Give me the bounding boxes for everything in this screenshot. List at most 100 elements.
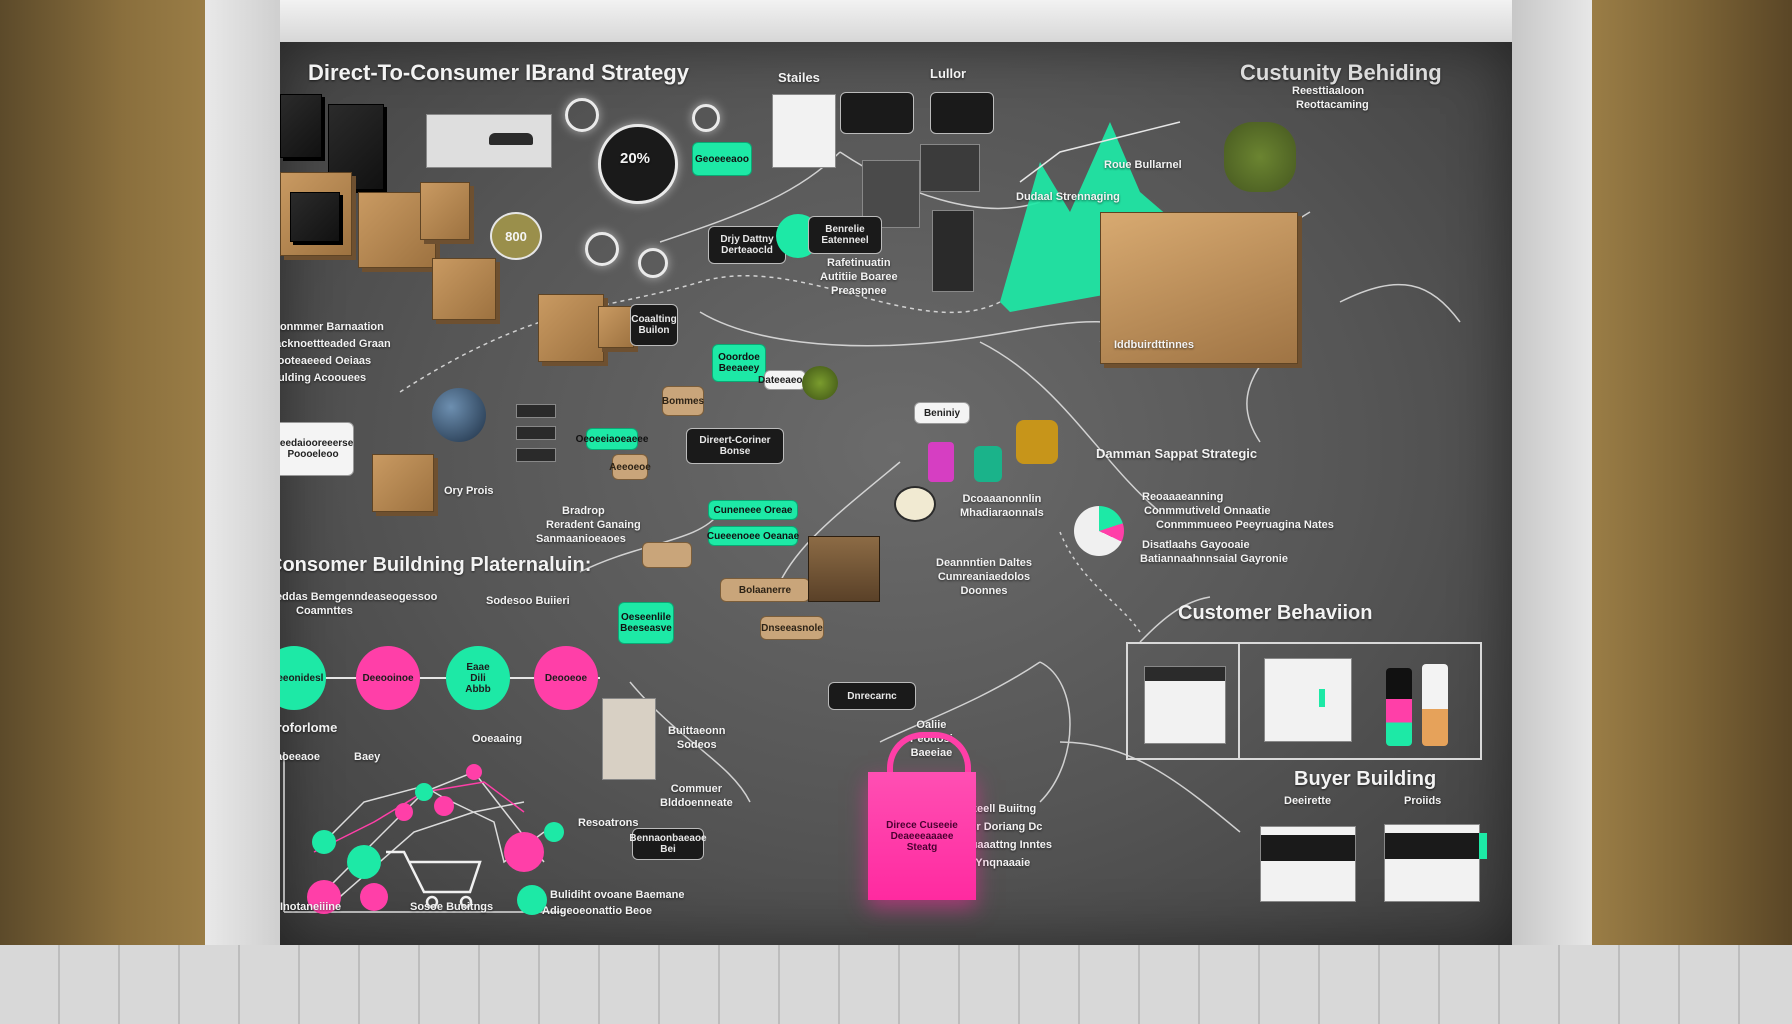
platform-title: Consomer Buildning Platernaluin:	[280, 554, 592, 576]
strategy-board: Direct-To-Consumer IBrand Strategy Stail…	[280, 42, 1512, 945]
chip-center-c[interactable]: Dateeaeore	[758, 370, 812, 390]
consumer-left-l3: Prooteaeeed Oeiaas	[280, 355, 372, 367]
right-mid-a: Dcoaaanonnlin Mhadiaraonnals	[960, 493, 1044, 519]
platform-sub: Deddas Bemgenndeaseogessoo	[280, 591, 438, 603]
mini-bar-3	[516, 448, 556, 462]
chip-coalling[interactable]: Coaalting Builon	[630, 304, 678, 346]
platform-circle-2[interactable]: Deeooinoe	[356, 646, 420, 710]
bottom-mid-b1: Buittaeonn Sodeos	[668, 725, 726, 751]
network-graph	[283, 752, 564, 915]
buyer-col1: Deeirette	[1284, 795, 1332, 807]
label-tag-1	[642, 542, 692, 568]
board-title: Direct-To-Consumer IBrand Strategy	[308, 60, 689, 85]
bag-handle	[887, 732, 971, 810]
heart-badge: 800	[490, 212, 542, 260]
consumer-left-title: Conmmer Barnaation	[280, 321, 384, 333]
pie-icon	[1074, 506, 1124, 556]
behavior-screen-1	[1144, 666, 1226, 744]
platform-arrow-label: Sodesoo Buiieri	[486, 595, 570, 607]
behavior-screen-2	[1264, 658, 1352, 742]
platform-circle-3[interactable]: Eaae Dili Abbb	[446, 646, 510, 710]
customer-behavior-title: Customer Behaviion	[1178, 602, 1373, 624]
chip-center-h[interactable]: Bolaanerre	[720, 578, 810, 602]
ring-icon-1	[585, 232, 619, 266]
product-bottle-1	[1386, 668, 1412, 746]
proforms-title: Proforlome	[280, 720, 338, 735]
chip-center-a[interactable]: Ooordoe Beeaeey	[712, 344, 766, 382]
consumer-left-l4: Bulding Acoouees	[280, 372, 367, 384]
chip-percent-label[interactable]: Geoeeeaoo	[692, 142, 752, 176]
chip-bottom-b4[interactable]: Bennaonbaeaoe Bei	[629, 828, 707, 860]
community-sub2: Reottacaming	[1296, 99, 1369, 111]
globe-icon	[432, 388, 486, 442]
chip-daily[interactable]: Drjy Dattny Derteaocld	[708, 226, 786, 264]
left-wood-panel	[0, 0, 205, 1024]
proforms-label2: Ooeaaing	[472, 733, 523, 745]
shrub-icon	[802, 366, 838, 400]
label-mountain: Roue Bullarnel	[1104, 159, 1182, 171]
shipping-box-4	[432, 258, 496, 320]
buyer-card-2-header	[1385, 833, 1487, 859]
buyer-card-1	[1260, 826, 1356, 902]
chip-center-e[interactable]: Beniniy	[914, 402, 970, 424]
product-tray	[808, 536, 880, 602]
bottom-mid-b3: Resoatrons	[578, 817, 639, 829]
chip-center-g[interactable]: Cueeenoee Oeanae	[707, 526, 799, 546]
shipping-box-2	[358, 192, 436, 268]
plant-icon	[1224, 122, 1296, 192]
storefront-image	[602, 698, 656, 780]
brandrop-l2: Reradent Ganaing	[546, 519, 641, 531]
chip-center-k[interactable]: Aeeoeoe	[609, 454, 651, 480]
dark-product-box-1	[280, 94, 322, 158]
bottom-footer-1: Bulidiht ovoane Baemane	[550, 889, 685, 901]
shipping-box-6	[598, 306, 634, 348]
label-ory-prois: Ory Prois	[444, 485, 494, 497]
dark-product-box-3	[290, 192, 340, 242]
chip-center-b[interactable]: Bommes	[662, 386, 704, 416]
chip-center-i[interactable]: Dnseeasnole	[760, 616, 824, 640]
label-dual: Dudaal Strennaging	[1016, 191, 1120, 203]
shipping-box-5	[538, 294, 604, 362]
proforms-x1: Inotaneiiine	[280, 901, 342, 913]
bottom-footer-2: Adigeoeonattio Beoe	[542, 905, 653, 917]
cream-jar	[894, 486, 936, 522]
chat-bubble-2	[930, 92, 994, 134]
shoe-icon	[489, 133, 533, 145]
chip-center-m[interactable]: Dnrecarnc	[828, 682, 916, 710]
shopping-bag[interactable]: Direce Cuseeie Deaeeeaaaee Steatg	[868, 772, 976, 900]
chip-center-j[interactable]: Oeoeeiaoeaeee	[576, 428, 648, 450]
left-wall	[205, 0, 280, 960]
bottom-mid-b2: Commuer Blddoenneate	[660, 783, 733, 809]
chip-brand[interactable]: Benrelie Eatenneel	[808, 216, 882, 254]
support-i5: Batiannaahnnsaial Gayronie	[1140, 553, 1288, 565]
screen-header	[1145, 667, 1225, 681]
support-i4: Disatlaahs Gayooaie	[1142, 539, 1250, 551]
proforms-label3: Daoeeaoe	[280, 751, 320, 763]
ceiling	[0, 0, 1792, 42]
buyer-card-2	[1384, 824, 1487, 902]
big-shipping-box	[1100, 212, 1298, 364]
support-i2: Conmmutiveld Onnaatie	[1144, 505, 1271, 517]
brandrop-l3: Sanmaanioeaoes	[536, 533, 626, 545]
text-amuttr: Rafetinuatin Autitiie Boaree Preaspnee	[820, 257, 898, 297]
chip-center-f[interactable]: Cuneneee Oreae	[708, 500, 798, 520]
support-title: Damman Sappat Strategic	[1096, 446, 1258, 461]
perfume-pink	[928, 442, 954, 482]
support-i3: Conmmmueeo Peeyruagina Nates	[1156, 519, 1334, 531]
chip-center-l[interactable]: Oeseenlile Beeseasve	[618, 602, 674, 644]
speech-note: Deedaiooreeerse Poooeleoo	[280, 422, 354, 476]
percent-ring	[598, 124, 678, 204]
gender-icon	[692, 104, 720, 132]
platform-circle-4[interactable]: Deooeoe	[534, 646, 598, 710]
screen-card-2	[920, 144, 980, 192]
right-wall	[1512, 0, 1592, 960]
perfume-green	[974, 446, 1002, 482]
community-sub1: Reesttiaaloon	[1292, 85, 1365, 97]
buyer-card-1-header	[1261, 835, 1355, 861]
support-i1: Reoaaaeanning	[1142, 491, 1224, 503]
chip-center-d[interactable]: Direert-Coriner Bonse	[686, 428, 784, 464]
buyer-col2: Proiids	[1404, 795, 1442, 807]
dark-product-box-2	[328, 104, 384, 190]
right-mid-b: Deannntien Daltes Cumreaniaedolos Doonne…	[936, 557, 1032, 597]
